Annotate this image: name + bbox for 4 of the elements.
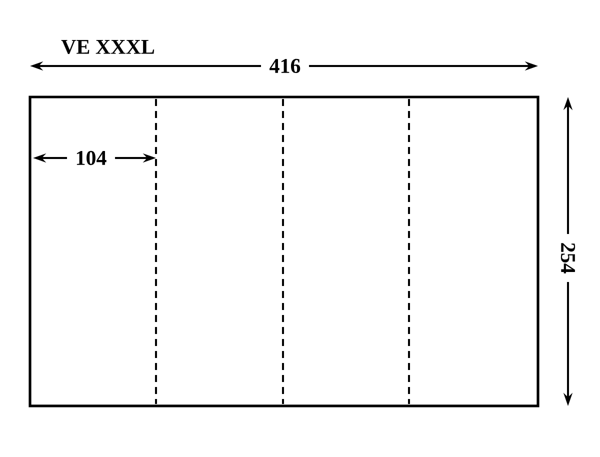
size-label: VE XXXL — [61, 40, 154, 54]
dimension-label: 416 — [270, 58, 300, 74]
dimension-label: 104 — [76, 150, 106, 166]
dimension-label: 254 — [560, 243, 576, 274]
